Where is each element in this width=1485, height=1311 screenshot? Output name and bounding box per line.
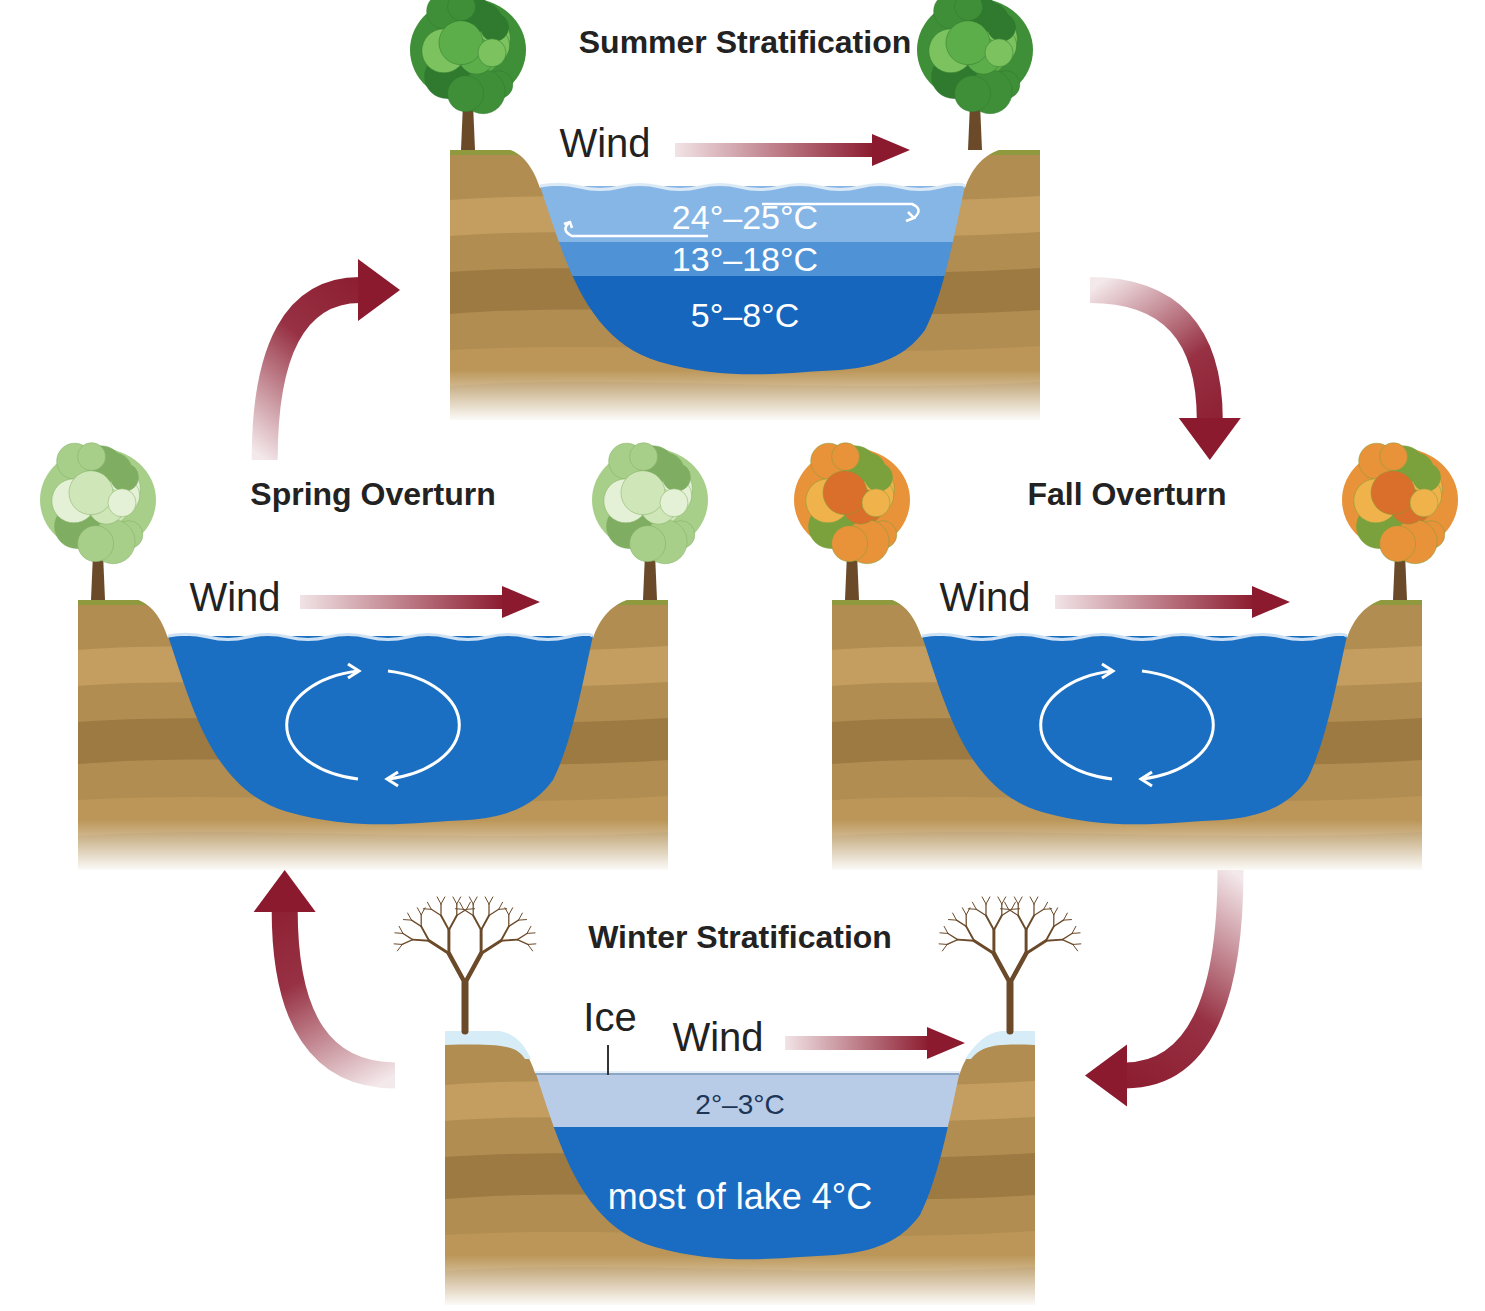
water-layer: most of lake 4°C bbox=[599, 1174, 881, 1219]
water-layer: 2°–3°C bbox=[689, 1087, 790, 1123]
temperature-text: most of lake 4°C bbox=[608, 1176, 873, 1217]
panel-heading-row: Winter Stratification bbox=[395, 919, 1085, 956]
tree bbox=[1342, 443, 1458, 600]
arrow-head bbox=[254, 870, 316, 912]
tree bbox=[410, 0, 526, 150]
tree bbox=[40, 443, 156, 600]
season-heading: Fall Overturn bbox=[1023, 476, 1230, 512]
tree bbox=[394, 897, 536, 1031]
water-layer: 24°–25°C bbox=[666, 196, 824, 239]
tree bbox=[917, 0, 1033, 150]
cycle-arrow bbox=[265, 259, 400, 460]
arrow-head bbox=[1179, 418, 1241, 460]
arrow-shaft bbox=[285, 910, 395, 1075]
arrow-shaft bbox=[265, 290, 360, 460]
arrow-shaft bbox=[1125, 870, 1231, 1075]
wind-label: Wind bbox=[559, 121, 650, 166]
cycle-arrow bbox=[1090, 290, 1241, 460]
arrow-head bbox=[358, 259, 400, 321]
temperature-text: 13°–18°C bbox=[672, 240, 818, 278]
water-layer: 13°–18°C bbox=[666, 238, 824, 281]
panel-heading-row: Spring Overturn bbox=[28, 476, 718, 513]
tree bbox=[939, 897, 1081, 1031]
water-layer: 5°–8°C bbox=[685, 294, 805, 337]
season-heading: Spring Overturn bbox=[246, 476, 499, 512]
tree bbox=[592, 443, 708, 600]
wind-label: Wind bbox=[189, 575, 280, 620]
season-panel: Winter Stratification 2°–3°C most of lake … bbox=[395, 895, 1085, 1305]
season-heading: Summer Stratification bbox=[575, 24, 916, 60]
temperature-text: 24°–25°C bbox=[672, 198, 818, 236]
temperature-text: 2°–3°C bbox=[695, 1089, 784, 1120]
season-panel: Summer Stratification 24°–25°C 13°–18°C 5°–… bbox=[400, 10, 1090, 420]
season-heading: Winter Stratification bbox=[584, 919, 896, 955]
wind-label: Wind bbox=[939, 575, 1030, 620]
season-panel: Spring Overturn bbox=[28, 460, 718, 870]
temperature-text: 5°–8°C bbox=[691, 296, 799, 334]
wind-label: Wind bbox=[672, 1015, 763, 1060]
arrow-head bbox=[1085, 1044, 1127, 1106]
season-panel: Fall Overturn bbox=[782, 460, 1472, 870]
cycle-arrow bbox=[254, 870, 395, 1075]
arrow-shaft bbox=[1090, 290, 1210, 420]
ice-label: Ice bbox=[583, 995, 636, 1040]
panel-heading-row: Summer Stratification bbox=[400, 24, 1090, 61]
panel-heading-row: Fall Overturn bbox=[782, 476, 1472, 513]
cycle-arrow bbox=[1085, 870, 1231, 1106]
tree bbox=[794, 443, 910, 600]
